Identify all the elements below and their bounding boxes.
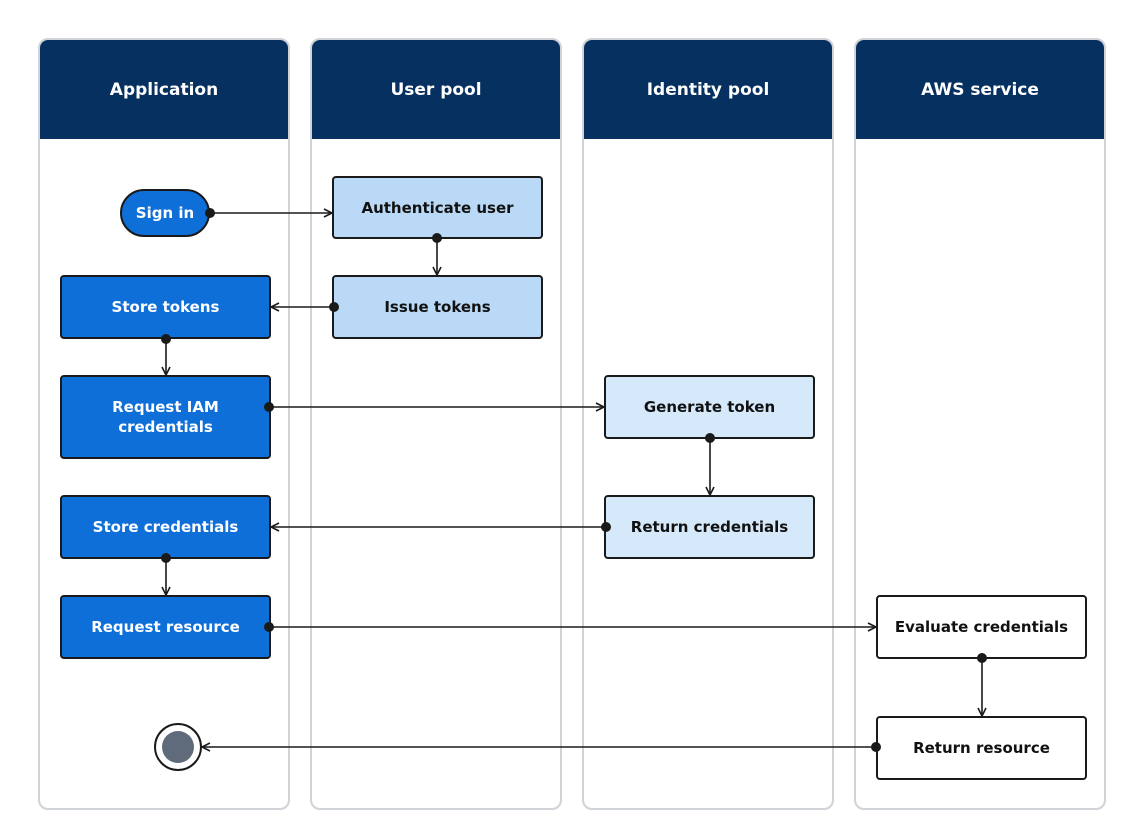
- lane-header-application: Application: [40, 40, 288, 139]
- lane-header-user-pool: User pool: [312, 40, 560, 139]
- dot-return-credentials: [601, 522, 611, 532]
- request-iam-credentials-node: Request IAM credentials: [60, 375, 271, 459]
- return-credentials-label: Return credentials: [630, 518, 789, 536]
- request-iam-credentials-label: Request IAM credentials: [112, 398, 219, 436]
- dot-evaluate: [977, 653, 987, 663]
- dot-request-iam: [264, 402, 274, 412]
- generate-token-node: Generate token: [604, 375, 815, 439]
- authenticate-user-node: Authenticate user: [332, 176, 543, 239]
- return-resource-node: Return resource: [876, 716, 1087, 780]
- end-node-icon: [154, 723, 202, 771]
- evaluate-credentials-label: Evaluate credentials: [894, 618, 1069, 636]
- store-credentials-label: Store credentials: [92, 518, 239, 536]
- dot-store-credentials: [161, 553, 171, 563]
- dot-generate: [705, 433, 715, 443]
- dot-return-resource: [871, 742, 881, 752]
- issue-tokens-label: Issue tokens: [384, 298, 491, 316]
- dot-issue: [329, 302, 339, 312]
- dot-signin: [205, 208, 215, 218]
- request-resource-label: Request resource: [91, 618, 240, 636]
- sign-in-label: Sign in: [135, 204, 195, 222]
- return-resource-label: Return resource: [913, 739, 1050, 757]
- lane-header-identity-pool: Identity pool: [584, 40, 832, 139]
- evaluate-credentials-node: Evaluate credentials: [876, 595, 1087, 659]
- dot-authenticate: [432, 233, 442, 243]
- request-resource-node: Request resource: [60, 595, 271, 659]
- dot-store-tokens: [161, 334, 171, 344]
- return-credentials-node: Return credentials: [604, 495, 815, 559]
- store-tokens-label: Store tokens: [111, 298, 220, 316]
- dot-request-resource: [264, 622, 274, 632]
- lane-aws-service: AWS service: [854, 38, 1106, 810]
- authenticate-user-label: Authenticate user: [361, 198, 514, 217]
- lane-user-pool: User pool: [310, 38, 562, 810]
- generate-token-label: Generate token: [643, 398, 776, 416]
- issue-tokens-node: Issue tokens: [332, 275, 543, 339]
- store-credentials-node: Store credentials: [60, 495, 271, 559]
- lane-header-aws-service: AWS service: [856, 40, 1104, 139]
